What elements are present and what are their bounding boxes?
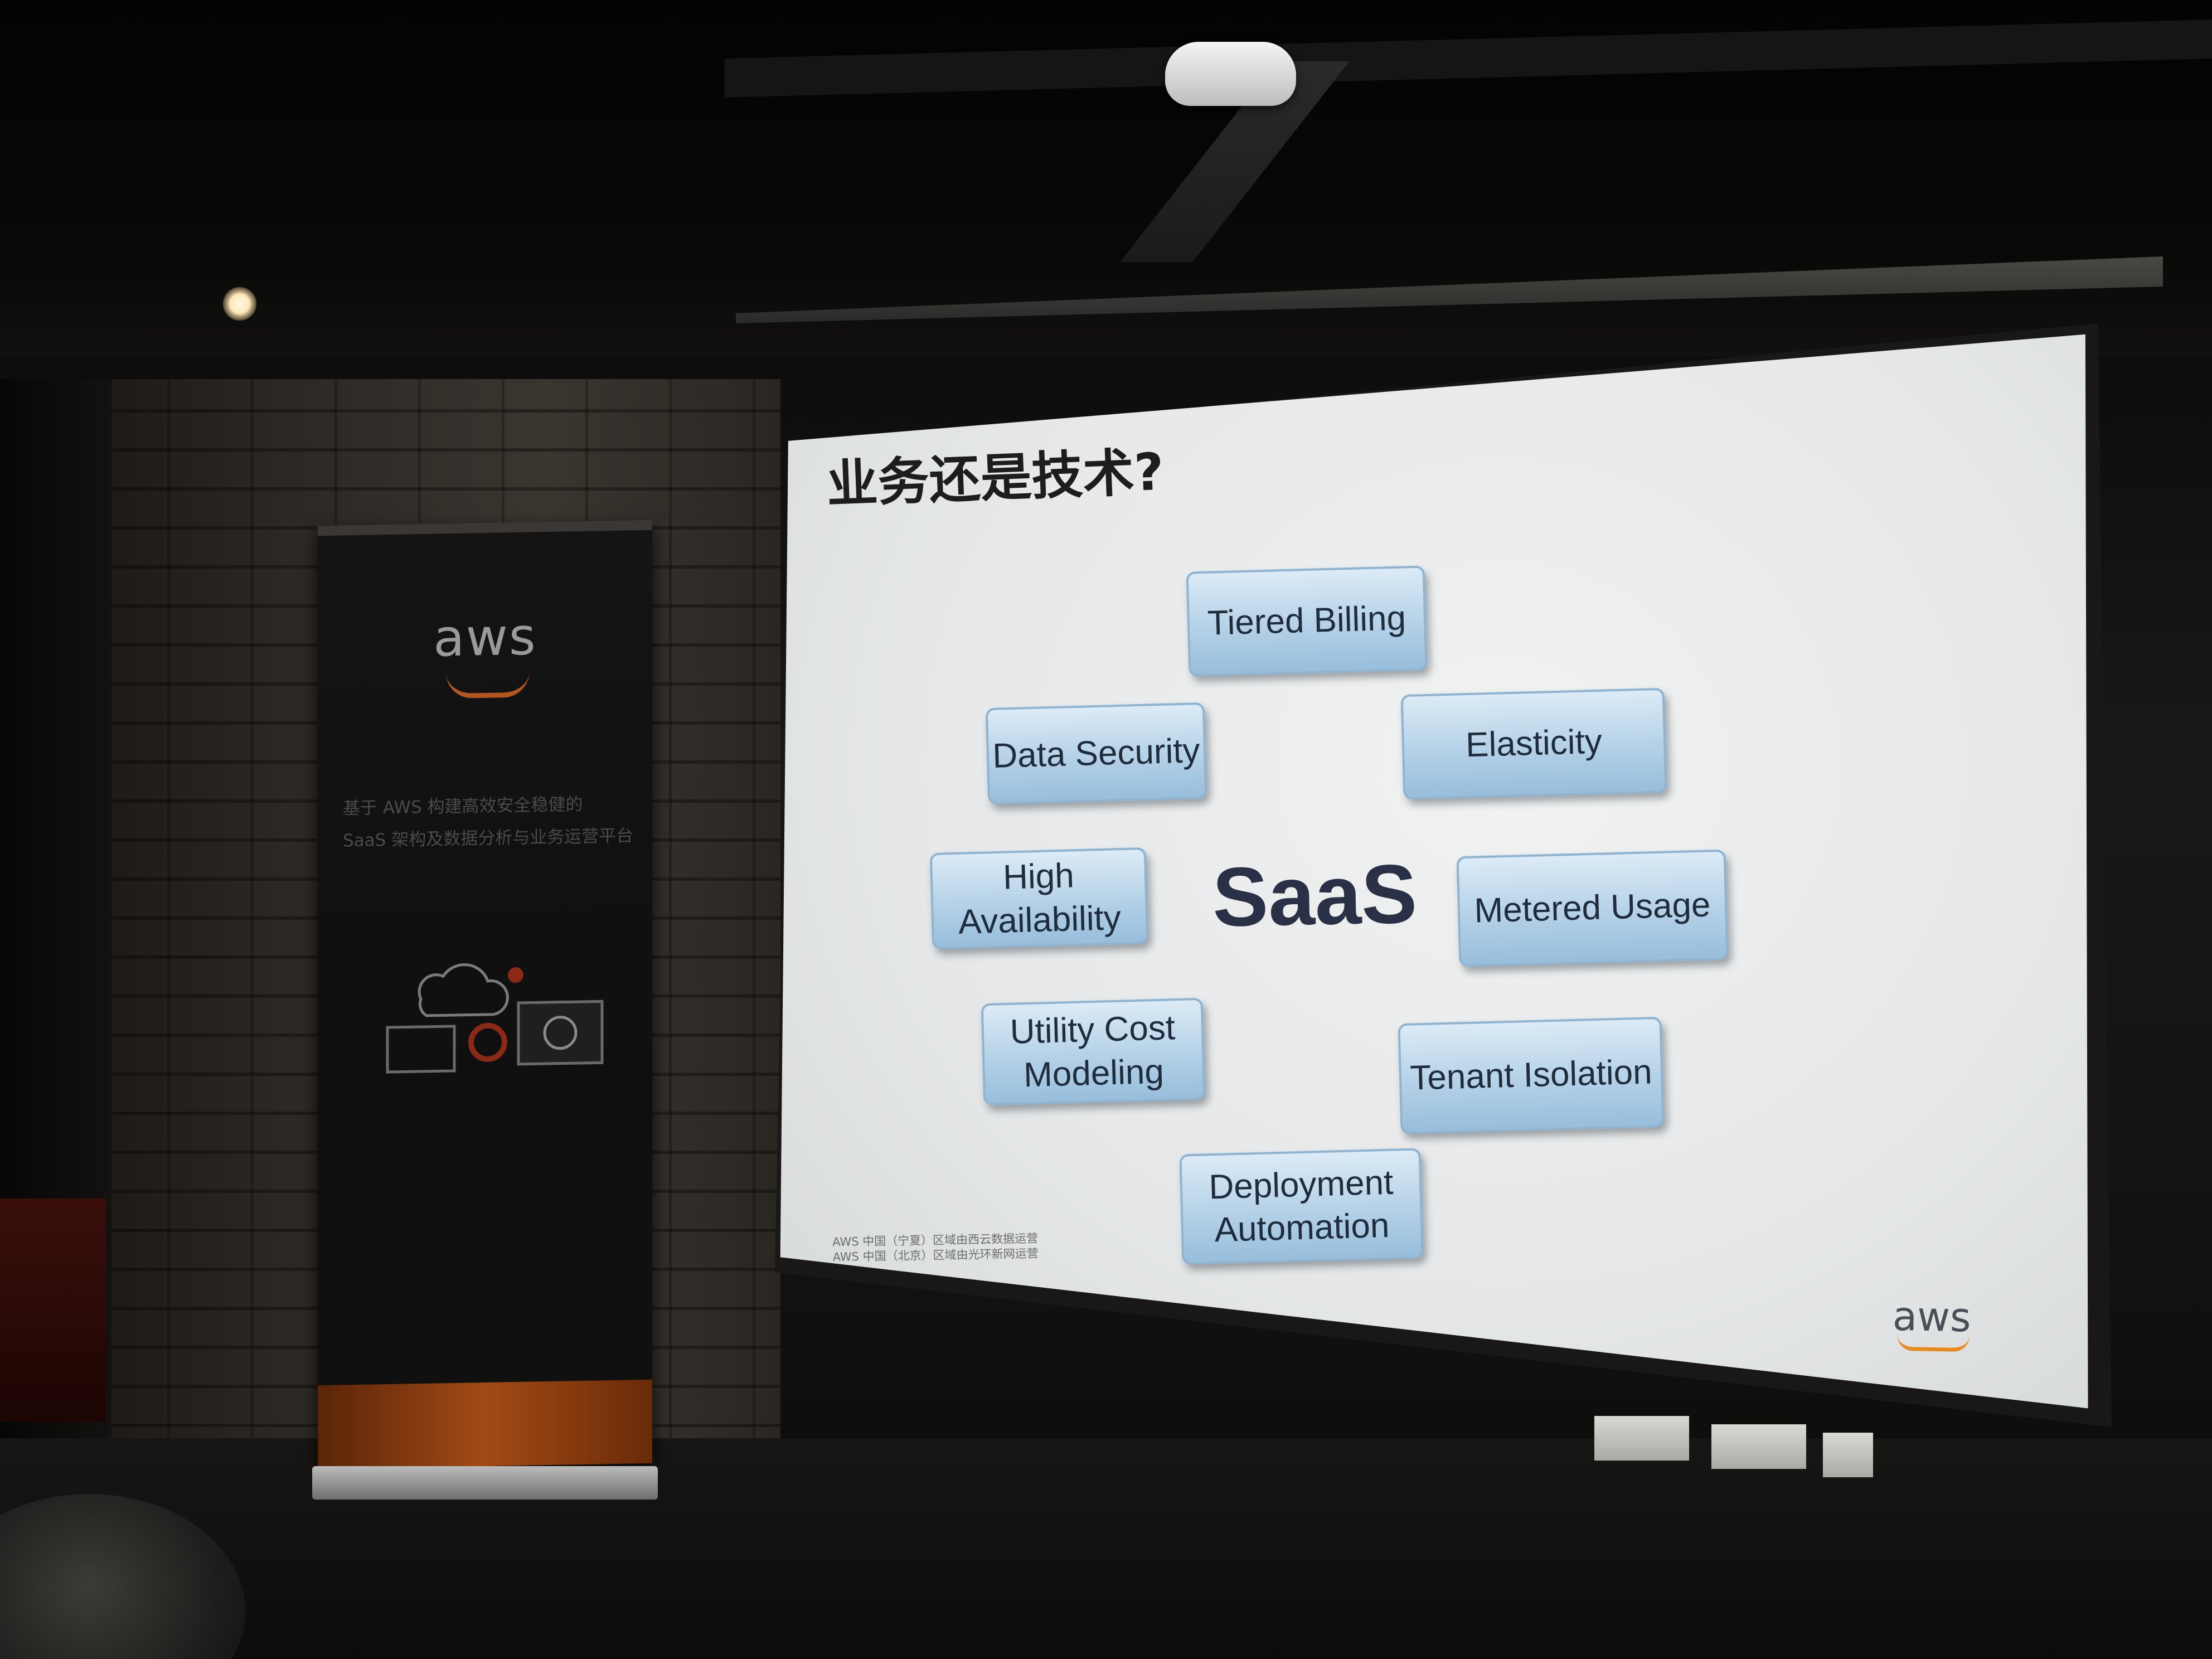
pill-label: Tenant Isolation [1409, 1052, 1653, 1098]
banner-cloud-illustration [386, 963, 604, 1074]
slide-aws-logo: aws [1892, 1292, 1972, 1341]
rollup-banner: aws 基于 AWS 构建高效安全稳健的 SaaS 架构及数据分析与业务运营平台 [318, 520, 652, 1469]
pill-label: Data Security [992, 731, 1201, 775]
wall-outlet [1711, 1424, 1806, 1469]
pill-label: Metered Usage [1473, 885, 1711, 930]
pill-high-availability: High Availability [929, 847, 1149, 950]
banner-stand-base [312, 1466, 658, 1500]
saas-center-label: SaaS [1211, 846, 1418, 944]
ceiling-lamp [223, 287, 256, 321]
pill-elasticity: Elasticity [1400, 687, 1667, 800]
wall-outlet [1823, 1433, 1873, 1477]
pill-label: Tiered Billing [1207, 599, 1406, 643]
pill-metered-usage: Metered Usage [1456, 849, 1729, 967]
pill-label: Utility Cost Modeling [1009, 1008, 1176, 1094]
pill-tiered-billing: Tiered Billing [1186, 565, 1428, 677]
banner-headline-1: 基于 AWS 构建高效安全稳健的 [343, 794, 583, 819]
pill-utility-cost-modeling: Utility Cost Modeling [981, 997, 1206, 1106]
pill-label: Elasticity [1465, 722, 1603, 765]
pill-data-security: Data Security [985, 702, 1207, 805]
pill-label: High Availability [958, 856, 1122, 942]
banner-aws-logo: aws [433, 607, 537, 668]
pill-label: Deployment Automation [1208, 1163, 1394, 1250]
pill-tenant-isolation: Tenant Isolation [1398, 1016, 1665, 1134]
wall-outlet [1594, 1416, 1689, 1461]
banner-orange-stripe [318, 1379, 652, 1469]
slide-aws-logo-smile [1896, 1334, 1970, 1352]
banner-headline-2: SaaS 架构及数据分析与业务运营平台 [343, 826, 634, 851]
slide-footnote: AWS 中国（宁夏）区域由西云数据运营 AWS 中国（北京）区域由光环新网运营 [832, 1231, 1039, 1265]
banner-logo-smile [446, 671, 530, 699]
ceiling-detector [1165, 42, 1296, 106]
pill-deployment-automation: Deployment Automation [1179, 1148, 1424, 1265]
fire-extinguisher-box [0, 1199, 106, 1422]
slide-title: 业务还是技术? [825, 442, 1165, 515]
